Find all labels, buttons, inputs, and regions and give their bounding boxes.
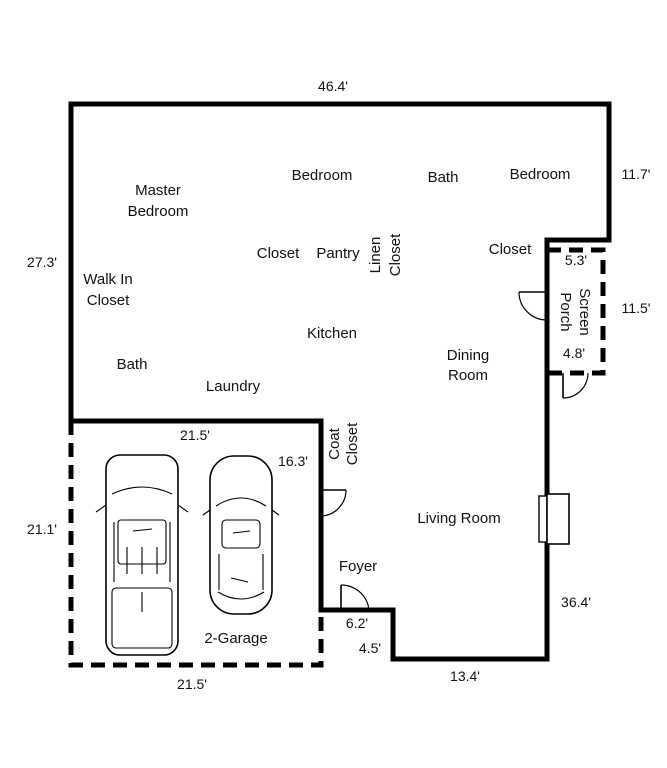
dimension-label: 21.5' — [180, 427, 210, 443]
room-label-coat-closet: Closet — [344, 422, 361, 465]
room-label-dining-room: Room — [448, 367, 488, 384]
dimension-label: 6.2' — [346, 615, 368, 631]
room-label-closet: Closet — [257, 245, 300, 262]
room-label-bath: Bath — [428, 169, 459, 186]
dimension-label: 46.4' — [318, 78, 348, 94]
dimension-label: 21.1' — [27, 521, 57, 537]
dimension-label: 4.5' — [359, 640, 381, 656]
front-door — [340, 584, 370, 611]
porch-door-bottom — [562, 372, 589, 399]
room-label-dining-room: Dining — [447, 347, 490, 364]
dimension-label: 13.4' — [450, 668, 480, 684]
room-label-living-room: Living Room — [417, 510, 500, 527]
dimension-label: 11.5' — [622, 300, 651, 316]
porch-door-top — [518, 291, 548, 321]
room-label-coat-closet: Coat — [326, 427, 343, 460]
dimension-label: 5.3' — [565, 252, 587, 268]
room-label-pantry: Pantry — [316, 245, 360, 262]
room-label-bath: Bath — [117, 356, 148, 373]
room-label-garage: 2-Garage — [204, 630, 267, 647]
dimension-label: 4.8' — [563, 345, 585, 361]
fireplace — [538, 493, 570, 545]
room-label-walk-in-closet: Closet — [87, 292, 130, 309]
room-label-foyer: Foyer — [339, 558, 377, 575]
screen-porch-outline — [547, 247, 606, 376]
room-label-screen-porch: Porch — [557, 292, 574, 331]
room-label-kitchen: Kitchen — [307, 325, 357, 342]
room-label-master-bedroom: Master — [135, 182, 181, 199]
sedan-car-icon — [202, 455, 280, 615]
room-label-closet: Closet — [489, 241, 532, 258]
room-label-walk-in-closet: Walk In — [83, 271, 132, 288]
exterior-wall — [68, 101, 612, 662]
room-label-master-bedroom: Bedroom — [128, 203, 189, 220]
room-label-bedroom: Bedroom — [292, 167, 353, 184]
room-label-linen-closet: Closet — [387, 233, 404, 276]
garage-outline — [68, 421, 324, 668]
room-label-laundry: Laundry — [206, 378, 261, 395]
dimension-label: 27.3' — [27, 254, 57, 270]
dimension-label: 11.7' — [622, 166, 651, 182]
room-label-bedroom: Bedroom — [510, 166, 571, 183]
dimension-label: 16.3' — [278, 453, 308, 469]
dimension-label: 21.5' — [177, 676, 207, 692]
room-label-linen-closet: Linen — [367, 237, 384, 274]
room-label-screen-porch: Screen — [576, 288, 593, 336]
dimension-label: 36.4' — [561, 594, 591, 610]
garage-door — [320, 489, 347, 517]
pickup-truck-icon — [95, 454, 189, 656]
